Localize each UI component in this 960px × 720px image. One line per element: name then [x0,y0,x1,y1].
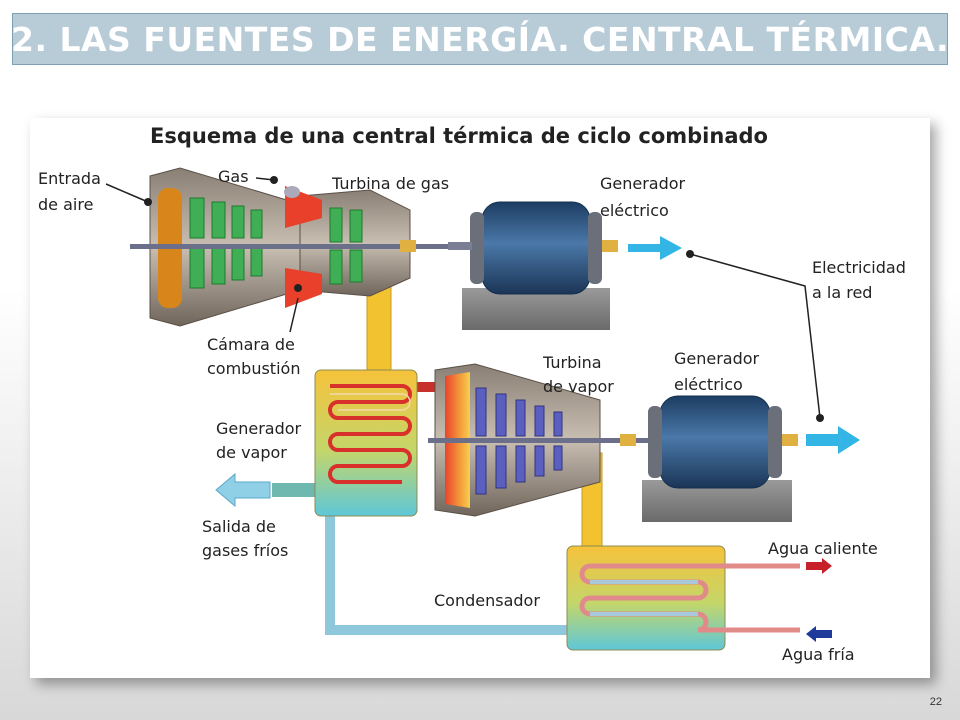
label-condenser: Condensador [434,591,540,610]
page-number: 22 [929,696,942,708]
compressor-blades [189,197,263,289]
exhaust-pipe [366,282,392,376]
condenser [566,545,800,651]
gas-turbine-blades [329,207,363,285]
cold-exhaust-pipe [272,483,317,497]
label-combustion-1: Cámara de [207,335,295,354]
label-exhaust-1: Salida de [202,517,276,536]
diagram-card: Esquema de una central térmica de ciclo … [30,118,930,678]
generator-1 [448,201,618,330]
label-steam-turbine-2: de vapor [543,377,614,396]
label-gas: Gas [218,167,249,186]
electricity-line [689,253,821,419]
label-generator-2-b: eléctrico [674,375,743,394]
label-exhaust-2: gases fríos [202,541,288,560]
power-plant-diagram: Esquema de una central térmica de ciclo … [38,124,906,664]
slide-title: 2. LAS FUENTES DE ENERGÍA. CENTRAL TÉRMI… [10,19,950,59]
hot-water-arrow [806,558,832,574]
label-gas-turbine: Turbina de gas [331,174,449,193]
gas-turbine-shaft [130,244,465,249]
label-steam-gen-1: Generador [216,419,302,438]
slide-title-bar: 2. LAS FUENTES DE ENERGÍA. CENTRAL TÉRMI… [10,13,950,65]
steam-generator [314,369,418,517]
diagram-title: Esquema de una central térmica de ciclo … [150,124,768,148]
steam-pipe [415,382,450,392]
label-combustion-2: combustión [207,359,300,378]
steam-turbine-blades [475,387,563,495]
label-electricity-2: a la red [812,283,872,302]
steam-turbine-shaft [428,438,653,443]
label-generator-2-a: Generador [674,349,760,368]
steam-turbine [428,363,653,517]
cold-water-arrow [806,626,832,642]
label-generator-1-a: Generador [600,174,686,193]
label-generator-1-b: eléctrico [600,201,669,220]
return-pipe [325,510,570,635]
gas-turbine [130,167,465,327]
label-steam-gen-2: de vapor [216,443,287,462]
label-air-inlet-1: Entrada [38,169,101,188]
label-cold-water: Agua fría [782,645,855,664]
generator-2 [642,395,798,522]
label-steam-turbine-1: Turbina [542,353,602,372]
electric-arrow-1 [628,236,682,260]
label-hot-water: Agua caliente [768,539,878,558]
label-electricity-1: Electricidad [812,258,906,277]
combustion-chamber [284,186,322,308]
electric-arrow-2 [806,426,860,454]
label-air-inlet-2: de aire [38,195,93,214]
exhaust-arrow [215,472,271,508]
